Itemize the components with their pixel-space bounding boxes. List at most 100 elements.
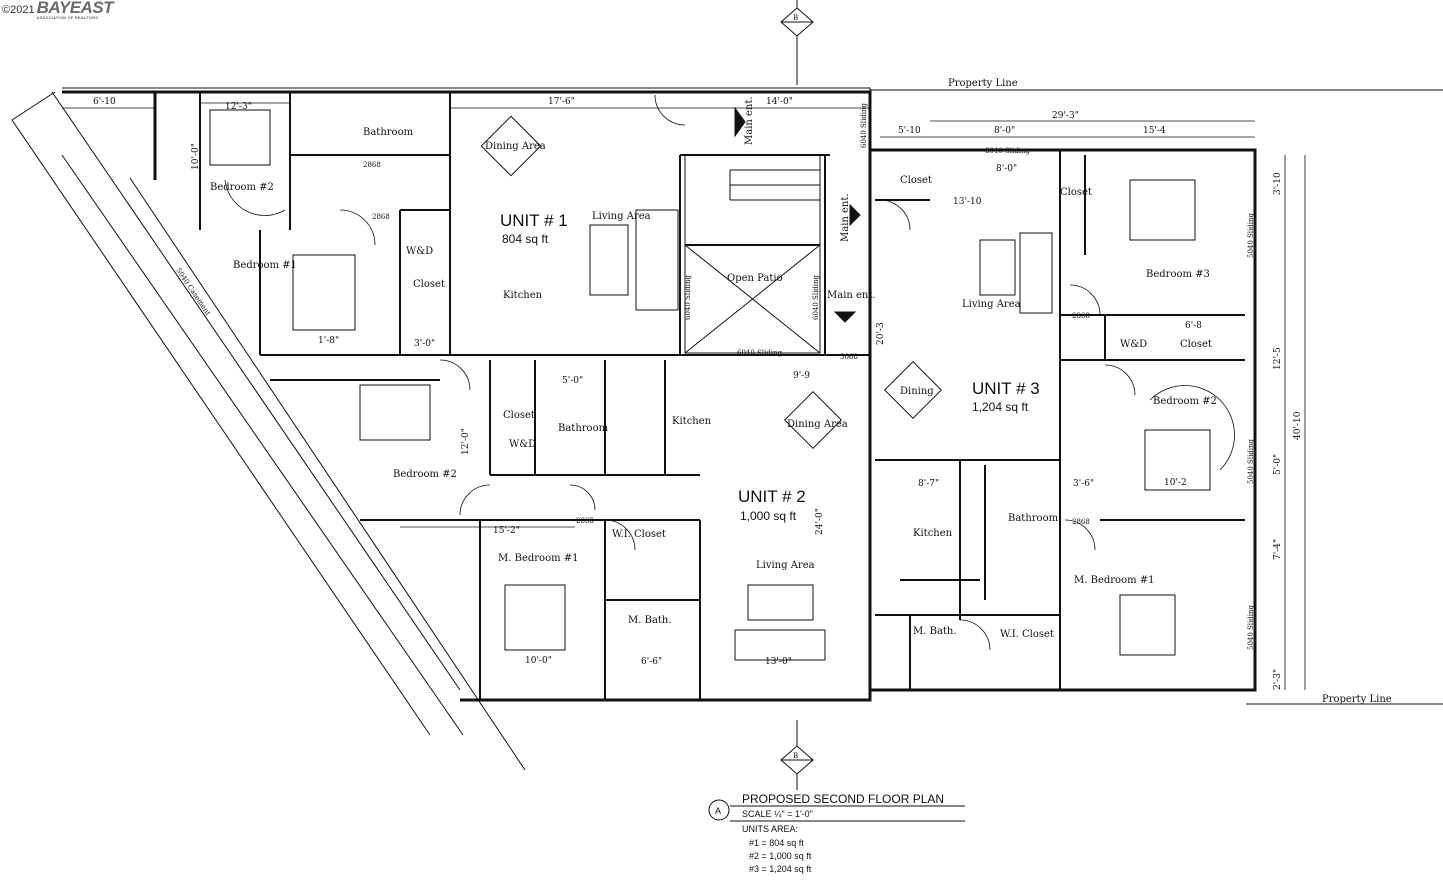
note-door-mbr-u2: 2868 — [576, 517, 594, 525]
dim-u3-top: 3'-10 — [1273, 172, 1283, 195]
section-marker-top — [780, 0, 814, 85]
dim-u3-c: 15'-4 — [1143, 126, 1166, 136]
label-open-patio: Open Patio — [727, 273, 783, 284]
bed-unit2-mbr — [504, 584, 566, 651]
unit1-area: 804 sq ft — [502, 232, 549, 246]
note-sliding-u3-br3: 5040 Sliding — [1247, 212, 1255, 258]
label-closet-u3-b: Closet — [1060, 187, 1092, 198]
dim-u1-bed: 1'-8" — [318, 336, 339, 346]
label-bathroom-u3: Bathroom — [1008, 513, 1059, 524]
label-bedroom3-u3: Bedroom #3 — [1146, 269, 1210, 280]
plan-title: PROPOSED SECOND FLOOR PLAN — [742, 792, 944, 806]
dim-u3-window1: 5'-0" — [1273, 454, 1283, 475]
open-patio-outline — [684, 244, 821, 354]
scale-label: SCALE — [742, 809, 772, 819]
copyright-text: ©2021 — [2, 4, 35, 16]
title-block-graphic — [708, 799, 965, 822]
property-line-label-top: Property Line — [948, 78, 1018, 89]
label-closet-u2: Closet — [503, 410, 535, 421]
note-door-bath-u1: 2868 — [363, 161, 381, 169]
label-main-ent-3: Main ent. — [827, 290, 876, 301]
note-sliding-patio-left: 6040 Sliding — [684, 274, 692, 320]
label-bedroom2-u2: Bedroom #2 — [393, 469, 457, 480]
label-bedroom1-u1: Bedroom #1 — [233, 260, 297, 271]
dim-u2-tub: 5'-0" — [562, 376, 583, 386]
dim-u2-br2-height: 12'-0" — [461, 428, 471, 455]
unit2-walls — [270, 360, 701, 700]
main-entry-arrow-2 — [849, 203, 861, 227]
dim-u3-closet: 6'-8 — [1185, 321, 1202, 331]
label-mbath-u3: M. Bath. — [913, 626, 957, 637]
label-main-ent-1: Main ent. — [744, 96, 755, 145]
bed-unit3-br3 — [1129, 179, 1196, 241]
main-entry-arrow-3 — [833, 311, 857, 323]
label-bedroom2-u3: Bedroom #2 — [1153, 396, 1217, 407]
diagonal-wall — [11, 91, 526, 771]
scale-value: ¼" = 1'-0" — [774, 809, 813, 819]
label-bedroom2-u1: Bedroom #2 — [210, 182, 274, 193]
bed-unit3-br2 — [1144, 429, 1211, 491]
unit3-area: 1,204 sq ft — [972, 400, 1029, 414]
note-sliding-top: 8040 Sliding — [985, 147, 1031, 155]
dim-u2-mbath: 6'-6" — [641, 657, 662, 667]
bayeast-logo: BAYEAST ASSOCIATION OF REALTORS — [37, 0, 114, 20]
door-swings — [224, 94, 1235, 651]
title-marker-letter: A — [715, 806, 721, 816]
section-marker-bottom-letter: B — [793, 752, 798, 760]
dining-table-unit2 — [784, 391, 842, 449]
unit2-area: 1,000 sq ft — [740, 509, 797, 523]
dim-u3-d: 8'-0" — [996, 164, 1017, 174]
unit1-name: UNIT # 1 — [500, 211, 568, 230]
label-wd-u3: W&D — [1120, 339, 1147, 350]
dim-u3-hall-height: 20'-3 — [876, 322, 886, 345]
label-closet-u1: Closet — [413, 279, 445, 290]
units-area-heading: UNITS AREA: — [742, 824, 798, 834]
note-sliding-u3-mbr: 5040 Sliding — [1247, 604, 1255, 650]
label-mbedroom-u2: M. Bedroom #1 — [498, 553, 579, 564]
sofa-unit2 — [734, 584, 826, 661]
dining-table-unit3 — [884, 361, 942, 419]
label-wd-u2: W&D — [509, 439, 536, 450]
dim-unit1-width: 17'-6" — [548, 97, 575, 107]
section-marker-top-letter: B — [793, 14, 798, 22]
label-wi-closet-u2: W.I. Closet — [612, 529, 666, 540]
exterior-walls — [62, 90, 1257, 702]
dimension-lines — [62, 102, 1306, 690]
label-kitchen-u3: Kitchen — [913, 528, 953, 539]
dim-top-left: 6'-10 — [93, 97, 116, 107]
unit1-walls — [199, 92, 870, 356]
label-dining-area-u2: Dining Area — [787, 419, 848, 430]
unit2-name: UNIT # 2 — [738, 487, 806, 506]
label-mbedroom-u3: M. Bedroom #1 — [1074, 575, 1155, 586]
label-bathroom-u1: Bathroom — [363, 127, 414, 138]
dim-u2-br2: 15'-2" — [493, 526, 520, 536]
label-kitchen-u1: Kitchen — [503, 290, 543, 301]
label-living-area-u2: Living Area — [756, 560, 815, 571]
dim-stairs-width: 14'-0" — [766, 97, 793, 107]
dim-u3-total-height: 40'-10 — [1293, 411, 1303, 440]
bed-unit2-br2 — [359, 384, 431, 441]
dim-u2-dining: 9'-9 — [793, 371, 810, 381]
label-wd-u1: W&D — [406, 246, 433, 257]
label-dining-area-u1: Dining Area — [485, 141, 546, 152]
dim-u2-mbr: 10'-0" — [525, 656, 552, 666]
dim-br2-u1: 12'-3" — [225, 102, 252, 112]
label-mbath-u2: M. Bath. — [628, 615, 672, 626]
unit3-name: UNIT # 3 — [972, 379, 1040, 398]
label-wi-closet-u3: W.I. Closet — [1000, 629, 1054, 640]
bed-unit1-br1 — [292, 254, 356, 331]
note-sliding-u3-br2: 5040 Sliding — [1247, 438, 1255, 484]
stairs — [684, 154, 821, 246]
dim-u3-br2: 10'-2 — [1164, 478, 1187, 488]
bed-unit1-br2 — [209, 109, 271, 166]
label-main-ent-2: Main ent. — [840, 193, 851, 242]
note-door-bath-u3: 2868 — [1072, 518, 1090, 526]
label-living-area-u3: Living Area — [962, 299, 1021, 310]
note-door-br3-u3: 2868 — [1072, 312, 1090, 320]
dim-u2-living: 13'-0" — [765, 657, 792, 667]
dim-u3-wall: 7'-4" — [1273, 539, 1283, 560]
dim-u3-b: 8'-0" — [994, 126, 1015, 136]
dim-unit3-width: 29'-3" — [1052, 111, 1079, 121]
note-door-3068: 3068 — [840, 353, 858, 361]
